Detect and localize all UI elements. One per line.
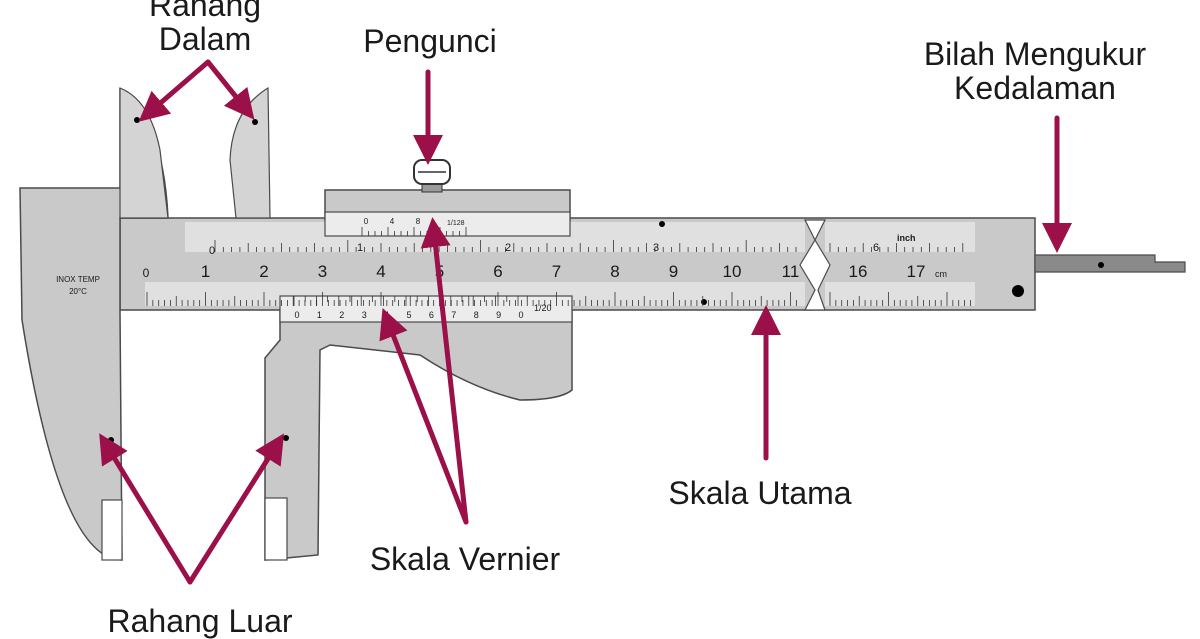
vernier-number: 6 <box>429 310 434 320</box>
inch-scale-number: 3 <box>653 242 659 254</box>
arrow-rahang-dalam-right <box>205 59 255 120</box>
vernier-number: 8 <box>474 310 479 320</box>
main-scale-number: 17 <box>907 262 926 281</box>
vernier-number: 4 <box>390 217 395 226</box>
inch-scale-number: 6 <box>873 242 879 254</box>
arrow-rahang-dalam-left <box>138 59 211 122</box>
label-pengunci: Pengunci <box>363 23 497 59</box>
main-scale-number: 0 <box>143 266 150 280</box>
main-scale-number: 1 <box>201 262 210 281</box>
locking-screw <box>413 159 451 193</box>
scale-dot <box>701 299 707 305</box>
vernier-number: 0 <box>364 217 369 226</box>
main-scale-number: 2 <box>259 262 268 281</box>
inner-jaw-fixed <box>119 87 169 219</box>
beam-dot <box>1012 285 1024 297</box>
jaw-dot <box>108 437 114 443</box>
vernier-number: 0 <box>294 310 299 320</box>
arrow-skala-vernier-top <box>420 217 469 525</box>
rod-dot <box>1098 262 1104 268</box>
vernier-number: 4 <box>384 310 389 320</box>
annotation-arrows <box>99 59 1072 585</box>
main-scale-number: 16 <box>849 262 868 281</box>
brand-line-1: INOX TEMP <box>56 275 100 284</box>
inch-scale-face-right <box>825 222 975 252</box>
vernier-number: 1 <box>317 310 322 320</box>
vernier-fraction-bottom: 1/20 <box>534 303 552 313</box>
main-scale-number: 4 <box>376 262 385 281</box>
arrow-skala-vernier-bottom <box>379 308 469 525</box>
scale-ticks <box>146 227 971 306</box>
vernier-number: 5 <box>406 310 411 320</box>
main-scale-number: 9 <box>669 262 678 281</box>
arrow-rahang-luar-right <box>187 433 285 585</box>
main-scale-number: 3 <box>318 262 327 281</box>
vernier-number: 8 <box>416 217 421 226</box>
vernier-number: 7 <box>451 310 456 320</box>
movable-jaw-slot <box>264 497 288 561</box>
unit-cm: cm <box>935 269 947 279</box>
inch-scale-number: 1 <box>357 242 363 254</box>
unit-inch: inch <box>897 233 916 243</box>
vernier-number: 0 <box>518 310 523 320</box>
scale-dot <box>659 221 665 227</box>
jaw-dot <box>283 435 289 441</box>
jaw-dot <box>252 119 258 125</box>
label-skala-utama: Skala Utama <box>668 475 852 511</box>
vernier-number: 2 <box>339 310 344 320</box>
fixed-jaw-slot <box>101 499 123 561</box>
arrow-rahang-luar-left <box>99 433 193 585</box>
inch-scale-number: 0 <box>209 245 215 257</box>
label-rahang-luar: Rahang Luar <box>107 603 293 639</box>
vernier-fraction-top: 1/128 <box>447 220 465 227</box>
brand-line-2: 20°C <box>69 287 87 296</box>
movable-jaw <box>264 309 573 561</box>
main-scale-number: 11 <box>782 262 800 281</box>
inch-scale-number: 2 <box>505 242 511 254</box>
label-skala-vernier: Skala Vernier <box>369 541 561 577</box>
inner-jaw-movable <box>229 86 271 219</box>
main-scale-number: 10 <box>723 262 742 281</box>
vernier-number: 9 <box>496 310 501 320</box>
main-scale-number: 8 <box>610 262 619 281</box>
main-scale-number: 7 <box>552 262 561 281</box>
jaw-dot <box>134 117 140 123</box>
main-scale-number: 6 <box>493 262 502 281</box>
vernier-number: 3 <box>362 310 367 320</box>
vernier-plate-bottom <box>279 295 573 323</box>
depth-rod <box>1034 254 1186 273</box>
beam-break <box>799 219 831 311</box>
